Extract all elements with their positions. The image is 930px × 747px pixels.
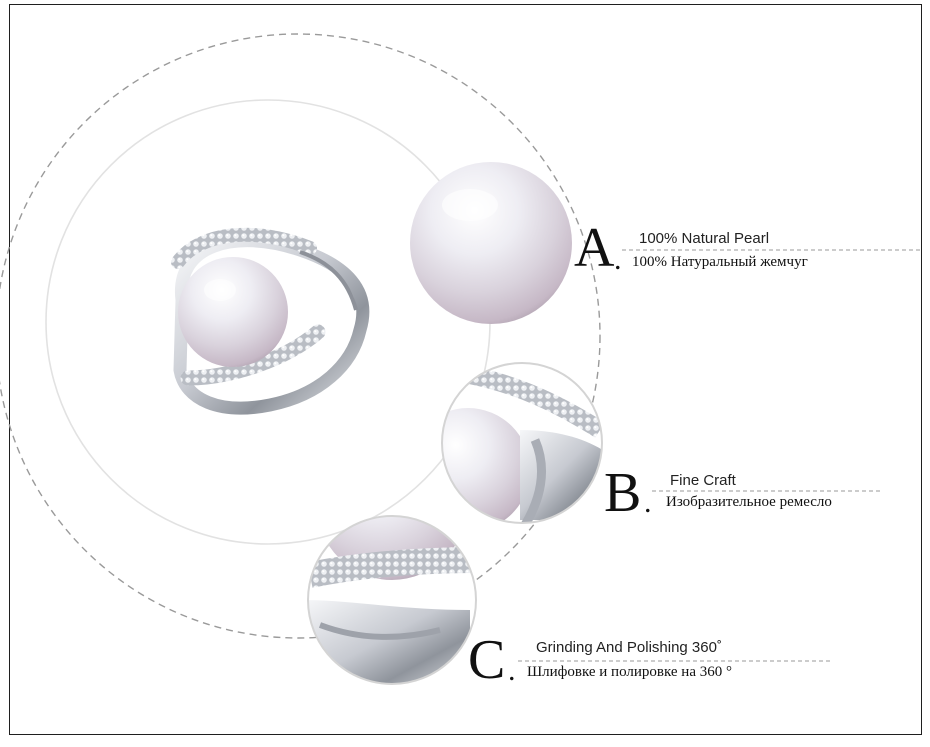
feature-b-title-en: Fine Craft bbox=[670, 472, 736, 489]
feature-a-dot: . bbox=[614, 243, 622, 276]
feature-c-title-ru: Шлифовке и полировке на 360 ° bbox=[527, 664, 732, 680]
feature-b-dot: . bbox=[644, 486, 652, 519]
dashed-orbit-circle bbox=[0, 33, 601, 639]
polishing-closeup bbox=[307, 515, 477, 685]
feature-c-title-en: Grinding And Polishing 360˚ bbox=[536, 639, 722, 656]
pearl-ring-illustration bbox=[171, 227, 370, 415]
image-frame bbox=[9, 4, 922, 735]
feature-b-letter: B bbox=[604, 462, 642, 524]
feature-a-title-en: 100% Natural Pearl bbox=[639, 230, 770, 247]
pearl-closeup bbox=[410, 162, 572, 324]
craft-closeup bbox=[441, 362, 603, 524]
feature-c-dot: . bbox=[508, 654, 516, 687]
feature-a-letter: A bbox=[574, 217, 615, 279]
feature-a-title-ru: 100% Натуральный жемчуг bbox=[632, 254, 808, 270]
feature-c-letter: C bbox=[468, 629, 506, 691]
feature-b-title-ru: Изобразительное ремесло bbox=[666, 494, 832, 510]
